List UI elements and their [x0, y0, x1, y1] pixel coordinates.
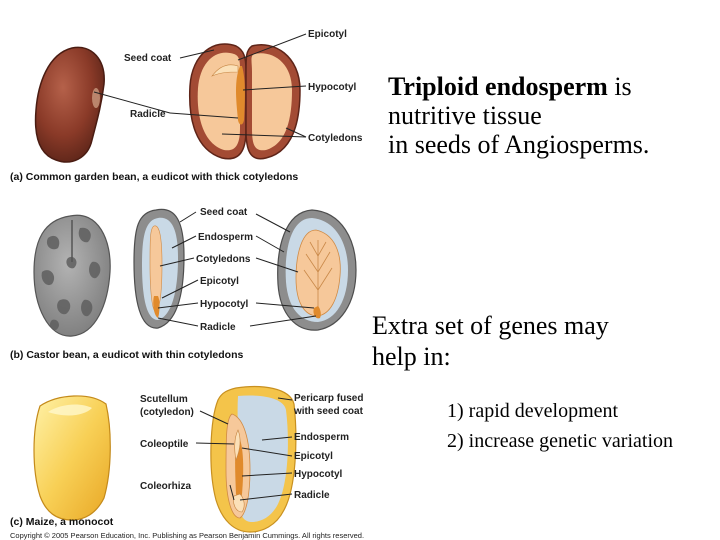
label-c-scutellum-1: Scutellum — [140, 394, 188, 405]
genes-intro-line1: Extra set of genes may — [372, 311, 609, 340]
label-a-hypocotyl: Hypocotyl — [308, 82, 357, 93]
maize-endosperm — [237, 395, 288, 522]
seed-structure-figure: Seed coat Epicotyl Hypocotyl Radicle Cot… — [10, 29, 364, 540]
castor-cotyledon-veins — [303, 240, 333, 312]
label-b-radicle: Radicle — [200, 322, 236, 333]
endosperm-definition: Triploid endosperm is nutritive tissue i… — [388, 72, 649, 159]
panel-a: Seed coat Epicotyl Hypocotyl Radicle Cot… — [10, 29, 363, 183]
label-b-seed-coat: Seed coat — [200, 207, 248, 218]
benefit-item-1: 1) rapid development — [447, 400, 619, 422]
label-c-coleorhiza: Coleorhiza — [140, 481, 192, 492]
bean-cotyledon-left — [197, 52, 240, 151]
label-c-endosperm: Endosperm — [294, 432, 349, 443]
definition-line2: nutritive tissue — [388, 101, 542, 130]
label-c-pericarp-1: Pericarp fused — [294, 393, 363, 404]
castor-mottling — [41, 227, 101, 330]
maize-whole-kernel — [33, 395, 111, 521]
label-a-radicle: Radicle — [130, 109, 166, 120]
bean-cotyledon-right — [251, 53, 292, 151]
caption-a: (a) Common garden bean, a eudicot with t… — [10, 171, 298, 183]
panel-b: Seed coat Endosperm Cotyledons Epicotyl … — [10, 207, 357, 361]
definition-line1-rest: is — [607, 72, 632, 101]
label-b-hypocotyl: Hypocotyl — [200, 299, 249, 310]
label-a-seed-coat: Seed coat — [124, 53, 172, 64]
benefit-item-2: 2) increase genetic variation — [447, 430, 673, 452]
label-b-cotyledons: Cotyledons — [196, 254, 251, 265]
label-c-epicotyl: Epicotyl — [294, 451, 333, 462]
label-c-radicle: Radicle — [294, 490, 330, 501]
label-a-cotyledons: Cotyledons — [308, 133, 363, 144]
castor-face-axis — [313, 306, 321, 319]
caption-c: (c) Maize, a monocot — [10, 516, 114, 528]
endosperm-term: Triploid endosperm — [388, 72, 608, 101]
label-c-pericarp-2: with seed coat — [293, 406, 364, 417]
bean-whole-seed — [34, 46, 105, 163]
panel-b-leaders — [157, 211, 317, 327]
label-c-scutellum-2: (cotyledon) — [140, 407, 194, 418]
copyright-notice: Copyright © 2005 Pearson Education, Inc.… — [10, 531, 364, 540]
label-c-hypocotyl: Hypocotyl — [294, 469, 343, 480]
bean-epicotyl — [211, 64, 239, 77]
label-b-endosperm: Endosperm — [198, 232, 253, 243]
benefits-list: 1) rapid development 2) increase genetic… — [447, 396, 673, 456]
panel-c-leaders — [195, 397, 293, 501]
definition-line3: in seeds of Angiosperms. — [388, 130, 650, 159]
caption-b: (b) Castor bean, a eudicot with thin cot… — [10, 349, 244, 361]
panel-a-leaders — [93, 33, 307, 138]
maize-coleorhiza — [233, 493, 245, 513]
maize-kernel-highlight — [48, 404, 92, 416]
bean-embryo-axis — [236, 66, 245, 125]
castor-side-axis — [153, 296, 160, 318]
label-a-epicotyl: Epicotyl — [308, 29, 347, 40]
label-c-coleoptile: Coleoptile — [140, 439, 189, 450]
label-b-epicotyl: Epicotyl — [200, 276, 239, 287]
maize-coleoptile — [234, 429, 241, 462]
genes-intro-line2: help in: — [372, 342, 451, 371]
genes-intro: Extra set of genes may help in: — [372, 310, 609, 372]
panel-c: Scutellum (cotyledon) Coleoptile Coleorh… — [10, 385, 364, 533]
bean-hilum — [92, 88, 100, 108]
